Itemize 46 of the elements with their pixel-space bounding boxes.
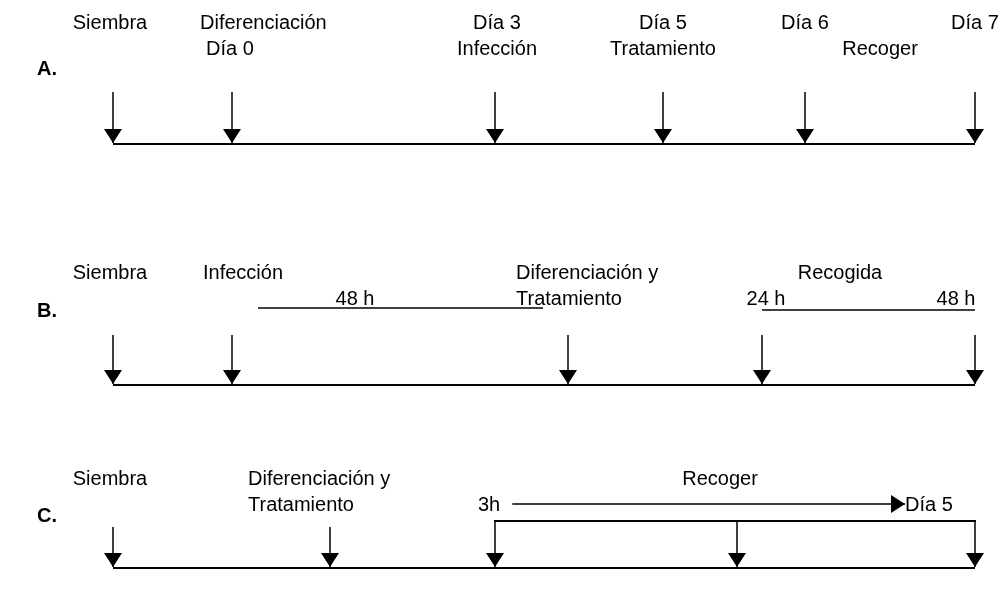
timeline-label: Día 5 — [905, 492, 953, 517]
arrow — [753, 334, 771, 385]
timeline-label: 3h — [478, 492, 501, 517]
arrow — [559, 334, 577, 385]
arrow — [223, 334, 241, 385]
timeline-line — [113, 384, 975, 386]
arrow — [654, 91, 672, 144]
timeline-label: Infección — [456, 36, 538, 61]
timeline-label: Diferenciación y Tratamiento — [248, 466, 392, 517]
panel-letter: A. — [37, 56, 57, 81]
timeline-line — [113, 567, 975, 569]
timeline-label: Diferenciación — [200, 10, 327, 35]
arrow — [104, 334, 122, 385]
arrow — [321, 526, 339, 568]
timeline-label: Tratamiento — [610, 36, 716, 61]
timeline-label: Siembra — [72, 466, 148, 491]
arrow — [796, 91, 814, 144]
arrow — [486, 91, 504, 144]
timeline-label: Día 0 — [205, 36, 255, 61]
arrow — [966, 334, 984, 385]
bracket-line — [494, 520, 976, 522]
annotation-label: 48 h — [335, 286, 375, 311]
arrow — [511, 495, 906, 513]
timeline-label: Infección — [203, 260, 284, 285]
timeline-label: 24 h — [746, 286, 786, 311]
panel-letter: C. — [37, 503, 57, 528]
timeline-line — [113, 143, 975, 145]
timeline-label: Día 6 — [781, 10, 829, 35]
arrow — [728, 519, 746, 568]
timeline-label: Día 7 — [951, 10, 999, 35]
arrow — [104, 526, 122, 568]
timeline-label: 48 h — [936, 286, 976, 311]
annotation-label: Recoger — [842, 36, 918, 61]
timeline-label: Siembra — [72, 10, 148, 35]
panel-letter: B. — [37, 298, 57, 323]
arrow — [104, 91, 122, 144]
timeline-label: Siembra — [72, 260, 148, 285]
annotation-label: Recogida — [797, 260, 883, 285]
timeline-label: Día 3 — [472, 10, 522, 35]
annotation-label: Recoger — [682, 466, 758, 491]
arrow — [486, 519, 504, 568]
timeline-label: Diferenciación y Tratamiento — [516, 260, 660, 311]
arrow — [966, 519, 984, 568]
arrow — [966, 91, 984, 144]
arrow — [223, 91, 241, 144]
timeline-label: Día 5 — [638, 10, 688, 35]
